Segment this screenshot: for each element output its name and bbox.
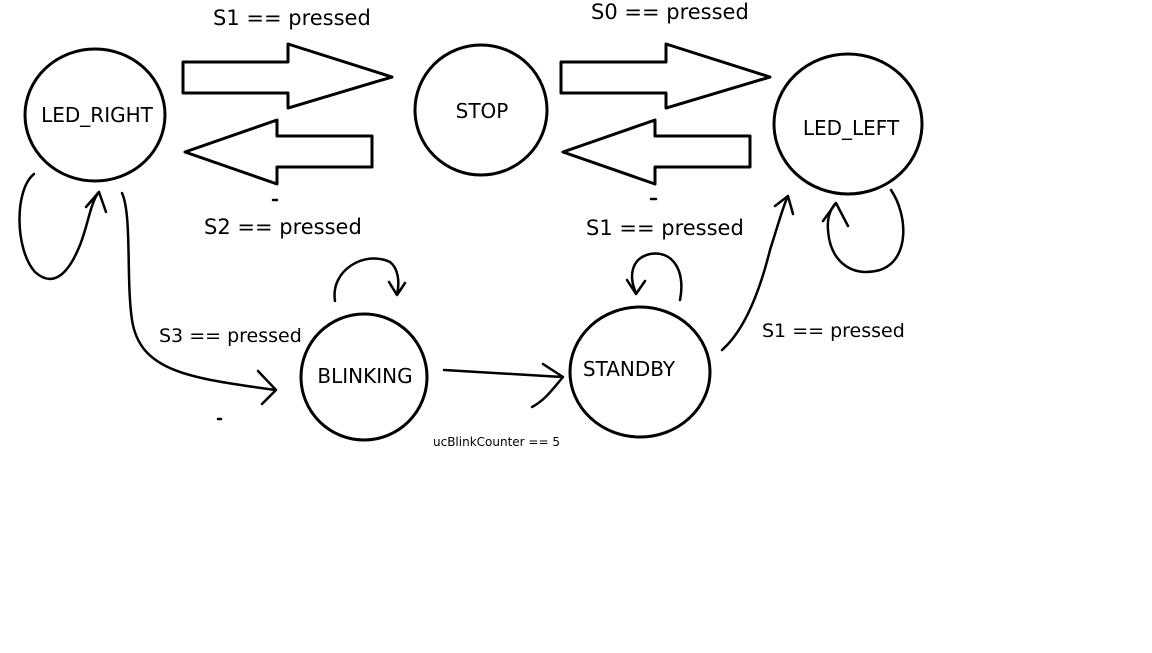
- state-led-left-label: LED_LEFT: [803, 116, 900, 140]
- state-stop-label: STOP: [456, 99, 509, 123]
- self-loop-led-left: [826, 188, 905, 274]
- self-loop-led-right-head: [84, 190, 108, 214]
- arrow-right-to-stop: [181, 42, 394, 110]
- arrow-standby-to-left: [720, 196, 789, 352]
- label-stop-to-right: S2 == pressed: [204, 215, 362, 239]
- label-right-to-stop: S1 == pressed: [213, 6, 371, 30]
- arrow-blinking-to-standby: [442, 368, 564, 379]
- arrow-blinking-to-standby-head: [530, 362, 565, 409]
- state-blinking-label: BLINKING: [317, 364, 412, 388]
- self-loop-led-left-head: [821, 201, 850, 228]
- state-blinking-circle: [299, 312, 429, 442]
- state-stop-circle: [413, 43, 549, 177]
- self-loop-blinking-head: [387, 280, 407, 297]
- self-loop-standby-head: [625, 278, 647, 296]
- state-led-left-circle: [772, 52, 924, 196]
- self-loop-led-right: [18, 172, 100, 280]
- arrow-standby-to-left-head: [773, 194, 795, 216]
- label-right-to-blinking: S3 == pressed: [159, 325, 302, 347]
- self-loop-standby: [630, 252, 683, 302]
- label-stop-to-left: S0 == pressed: [591, 0, 749, 24]
- state-standby-circle: [568, 305, 712, 439]
- self-loop-blinking: [333, 257, 400, 303]
- arrow-stop-to-left: [559, 42, 772, 110]
- arrow-right-to-blinking: [120, 191, 277, 392]
- label-blinking-to-standby: ucBlinkCounter == 5: [433, 435, 560, 449]
- arrow-right-to-blinking-head: [256, 369, 278, 406]
- arrow-left-to-stop: [561, 118, 752, 186]
- label-standby-to-left: S1 == pressed: [762, 320, 905, 342]
- label-left-to-stop: S1 == pressed: [586, 216, 744, 240]
- arrow-stop-to-right: [183, 118, 374, 186]
- state-standby-label: STANDBY: [583, 357, 676, 381]
- state-led-right-circle: [23, 47, 167, 183]
- state-led-right-label: LED_RIGHT: [41, 103, 154, 127]
